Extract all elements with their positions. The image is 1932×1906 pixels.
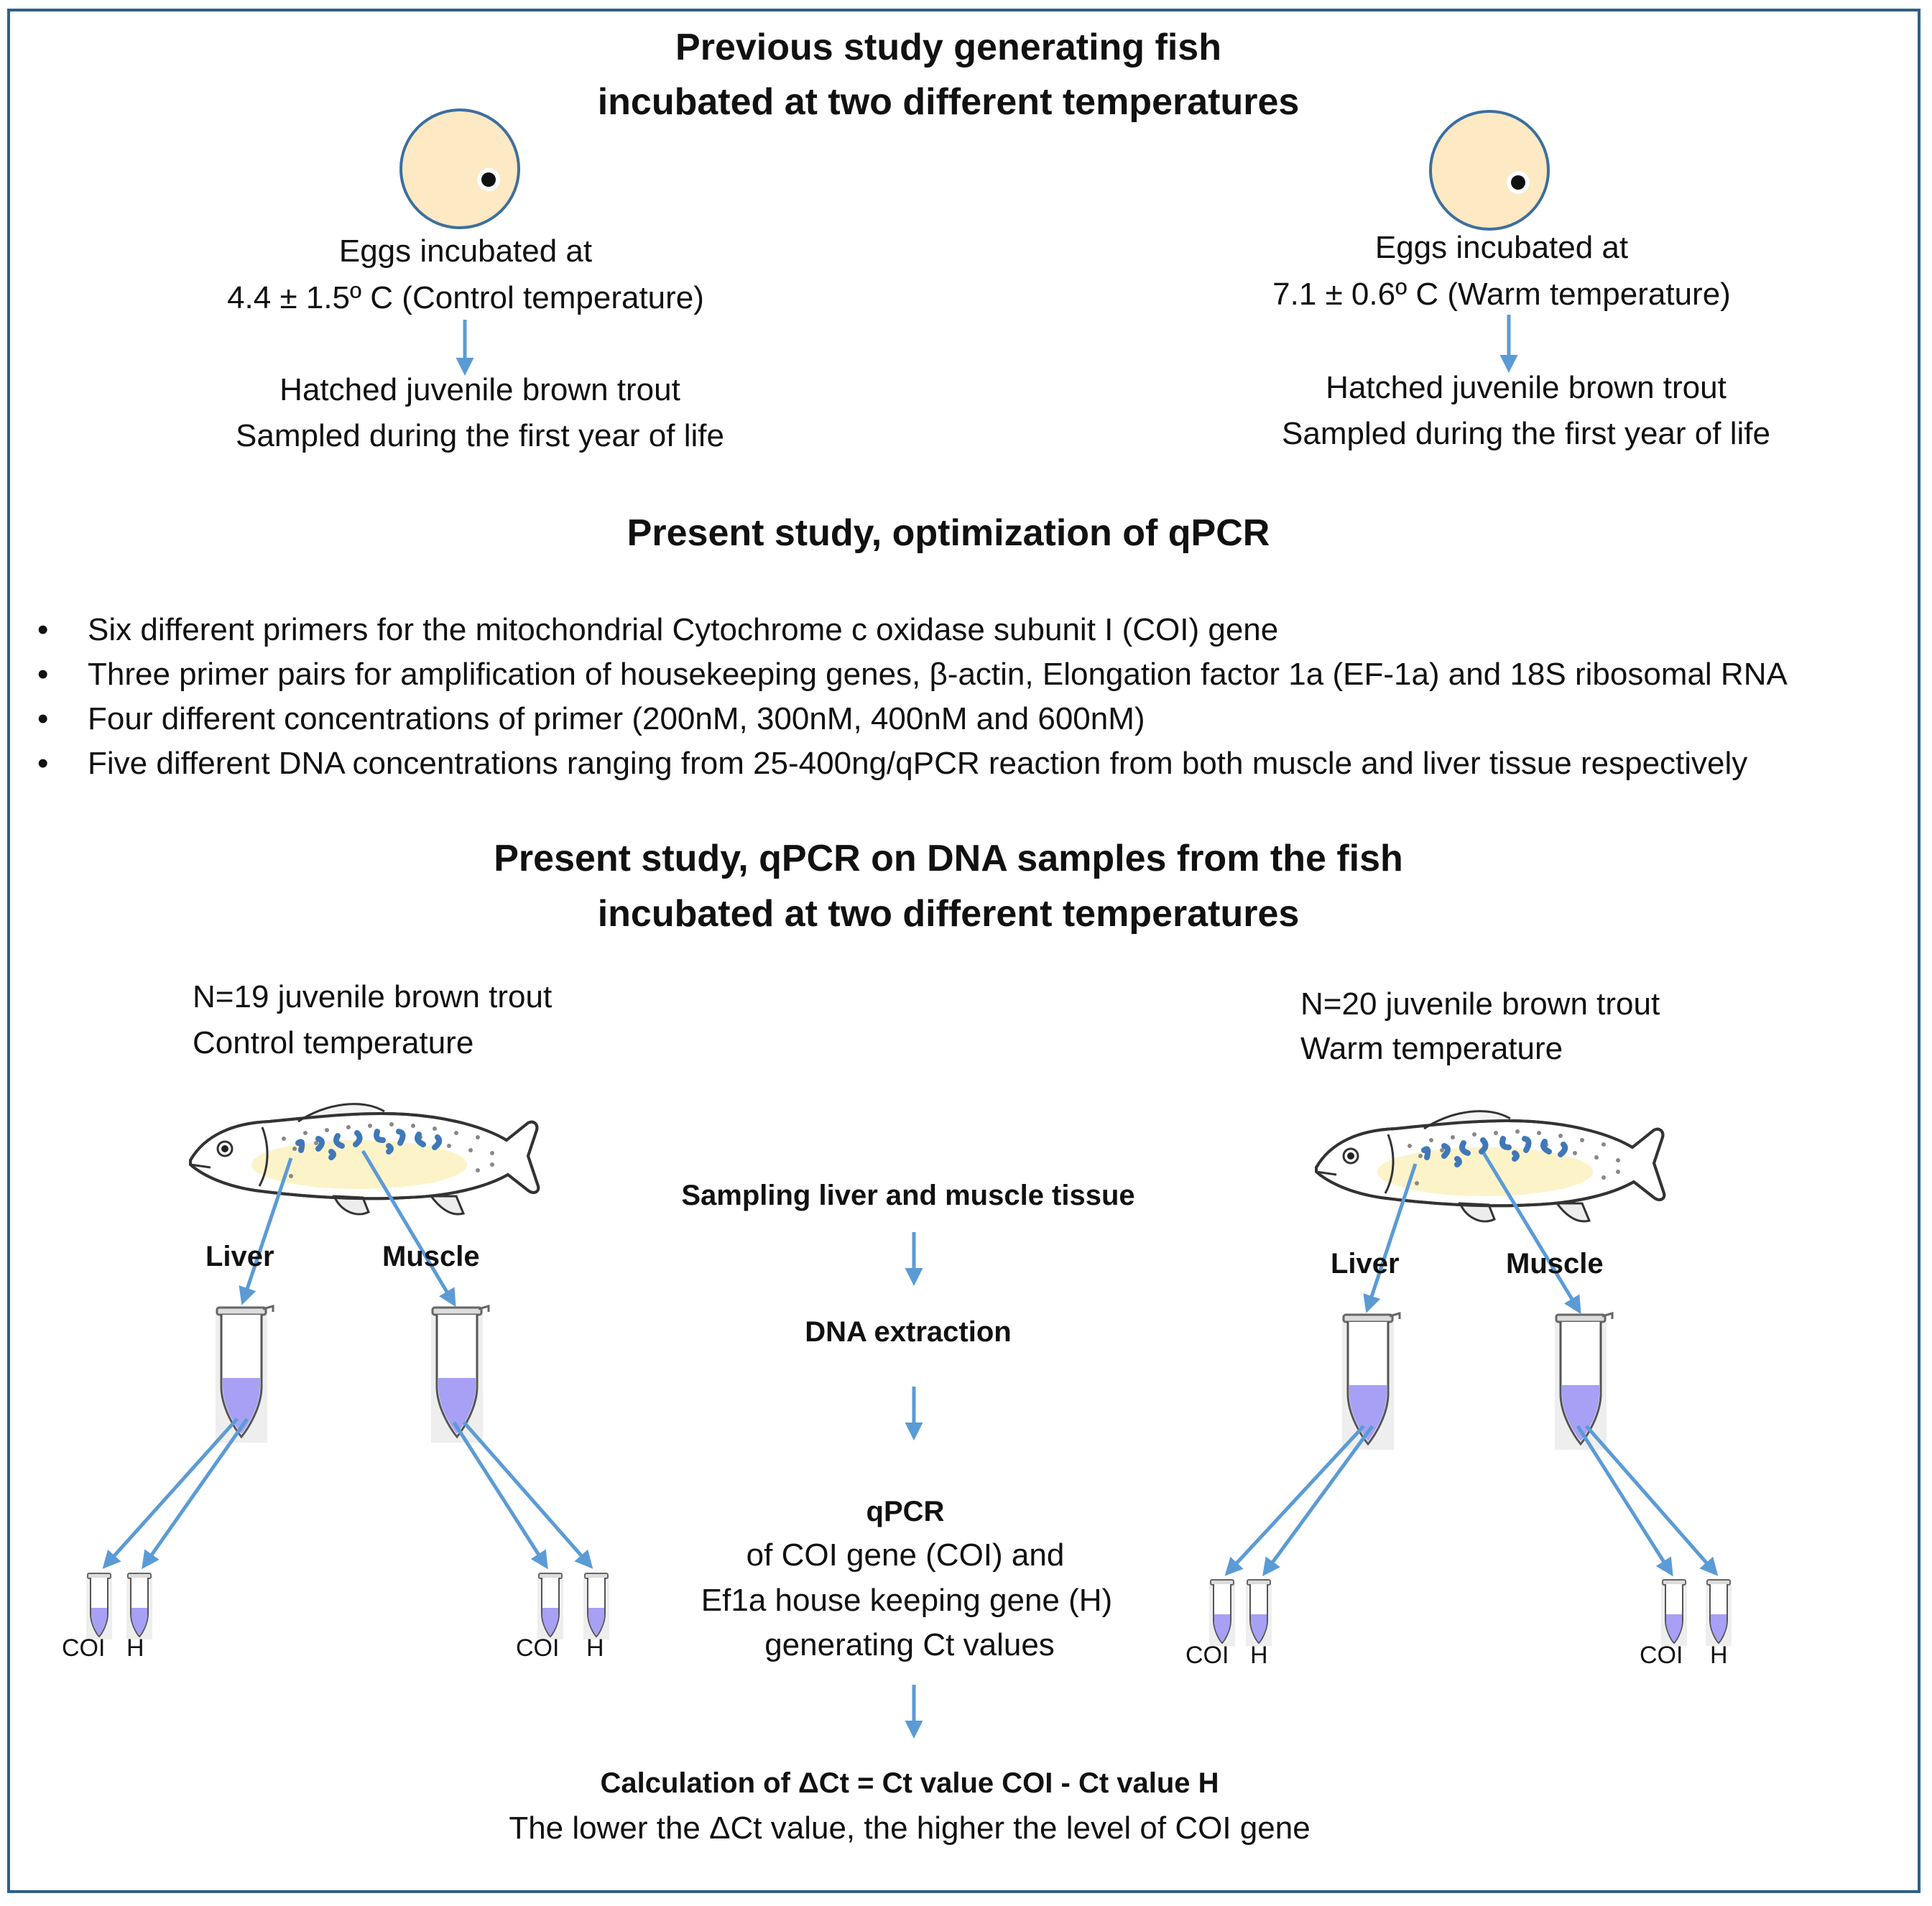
tube-control-muscle (430, 1305, 490, 1444)
workflow-step-qpcr-line-2: Ef1a house keeping gene (H) (701, 1583, 1113, 1618)
warm-liver-h-label: H (1250, 1642, 1268, 1669)
bullet-item: •Three primer pairs for amplification of… (34, 652, 1788, 697)
warm-muscle-coi-label: COI (1640, 1642, 1683, 1669)
warm-liver-label: Liver (1331, 1248, 1400, 1280)
bullet-icon: • (37, 746, 49, 781)
warm-eggs-line-2: 7.1 ± 0.6º C (Warm temperature) (1272, 277, 1731, 312)
warm-muscle-h-label: H (1710, 1642, 1728, 1669)
bullet-item: •Four different concentrations of primer… (34, 697, 1788, 741)
egg-control (399, 108, 520, 229)
control-muscle-label: Muscle (382, 1241, 480, 1272)
bullet-icon: • (37, 701, 49, 736)
bullet-icon: • (37, 612, 49, 647)
small-tube-control-muscle-coi (537, 1573, 564, 1640)
workflow-step-qpcr-title: qPCR (866, 1496, 945, 1527)
fish-control (190, 1104, 538, 1214)
warm-hatch-line-2: Sampled during the first year of life (1282, 416, 1770, 451)
small-tube-control-liver-coi (85, 1573, 113, 1640)
small-tube-control-muscle-h (583, 1573, 610, 1640)
warm-liver-coi-label: COI (1185, 1642, 1229, 1669)
small-tube-warm-liver-coi (1208, 1579, 1236, 1647)
control-group-temp: Control temperature (193, 1025, 474, 1060)
warm-eggs-line-1: Eggs incubated at (1374, 230, 1629, 265)
control-eggs-line-1: Eggs incubated at (338, 233, 593, 269)
workflow-step-qpcr-line-3: generating Ct values (764, 1627, 1055, 1662)
small-tube-warm-muscle-coi (1660, 1579, 1688, 1647)
control-muscle-coi-label: COI (516, 1634, 560, 1662)
small-tube-warm-muscle-h (1705, 1579, 1732, 1647)
header-line-2: incubated at two different temperatures (597, 81, 1300, 123)
control-muscle-h-label: H (586, 1634, 604, 1662)
optimization-bullet-list: •Six different primers for the mitochond… (34, 608, 1788, 786)
warm-group-count: N=20 juvenile brown trout (1300, 986, 1660, 1022)
small-tube-warm-liver-h (1245, 1579, 1272, 1647)
small-tube-control-liver-h (126, 1573, 153, 1640)
optimization-title: Present study, optimization of qPCR (627, 512, 1270, 554)
figure-frame (7, 9, 1921, 1893)
delta-ct-formula: Calculation of ΔCt = Ct value COI - Ct v… (600, 1767, 1219, 1799)
warm-hatch-line-1: Hatched juvenile brown trout (1326, 370, 1727, 405)
tube-warm-muscle (1553, 1312, 1614, 1451)
samples-title-line-2: incubated at two different temperatures (597, 893, 1300, 935)
control-hatch-line-2: Sampled during the first year of life (236, 418, 724, 453)
control-liver-label: Liver (205, 1241, 274, 1272)
bullet-item: •Five different DNA concentrations rangi… (34, 741, 1788, 786)
bullet-item: •Six different primers for the mitochond… (34, 608, 1788, 652)
control-group-count: N=19 juvenile brown trout (193, 979, 553, 1014)
header-line-1: Previous study generating fish (675, 27, 1221, 68)
workflow-step-qpcr-line-1: of COI gene (COI) and (746, 1537, 1065, 1573)
delta-ct-note: The lower the ΔCt value, the higher the … (509, 1810, 1311, 1846)
bullet-icon: • (37, 657, 49, 692)
control-liver-h-label: H (126, 1634, 144, 1662)
workflow-step-extraction: DNA extraction (805, 1316, 1012, 1348)
control-liver-coi-label: COI (62, 1634, 106, 1662)
samples-title-line-1: Present study, qPCR on DNA samples from … (494, 838, 1403, 879)
egg-warm (1429, 110, 1550, 231)
control-eggs-line-2: 4.4 ± 1.5º C (Control temperature) (227, 280, 704, 315)
warm-muscle-label: Muscle (1506, 1248, 1604, 1280)
workflow-step-sampling: Sampling liver and muscle tissue (681, 1180, 1135, 1211)
control-hatch-line-1: Hatched juvenile brown trout (279, 372, 680, 407)
warm-group-temp: Warm temperature (1300, 1031, 1563, 1066)
